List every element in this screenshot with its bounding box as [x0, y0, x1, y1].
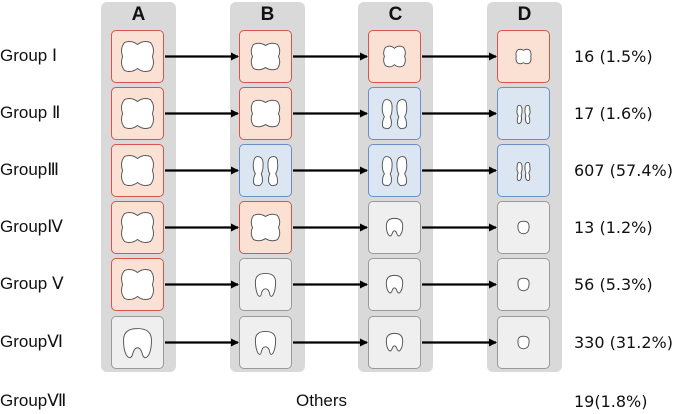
cell-d-row-3-blue — [497, 144, 550, 197]
cell-b-row-4-red — [239, 201, 292, 254]
others-label: Others — [296, 391, 348, 410]
group-label-7: GroupⅦ — [0, 391, 67, 410]
count-4: 13 (1.2%) — [574, 218, 653, 237]
tooth-shape-icon — [381, 156, 408, 187]
cell-b-row-1-red — [239, 30, 292, 83]
tooth-shape-icon — [121, 40, 154, 73]
group-label-6: GroupⅥ — [0, 332, 63, 351]
count-5: 56 (5.3%) — [574, 275, 653, 294]
group-label-1: Group Ⅰ — [0, 46, 57, 65]
cell-c-row-4-gray — [368, 201, 421, 254]
tooth-shape-icon — [515, 48, 532, 65]
count-3: 607 (57.4%) — [574, 161, 673, 180]
column-header-b: B — [260, 4, 275, 25]
cell-d-row-1-red — [497, 30, 550, 83]
cell-d-row-4-gray — [497, 201, 550, 254]
tooth-shape-icon — [250, 213, 281, 242]
column-header-a: A — [131, 4, 146, 25]
tooth-shape-icon — [383, 45, 406, 68]
cell-a-row-2-red — [111, 87, 164, 140]
tooth-shape-icon — [250, 42, 281, 71]
cell-a-row-4-red — [111, 201, 164, 254]
count-6: 330 (31.2%) — [574, 333, 673, 352]
tooth-shape-icon — [121, 268, 154, 301]
tooth-shape-icon — [516, 161, 531, 182]
tooth-shape-icon — [123, 328, 152, 359]
tooth-shape-icon — [385, 332, 404, 352]
cell-a-row-6-gray — [111, 316, 164, 369]
tooth-shape-icon — [385, 217, 404, 237]
cell-c-row-1-red — [368, 30, 421, 83]
cell-c-row-3-blue — [368, 144, 421, 197]
cell-c-row-2-blue — [368, 87, 421, 140]
cell-b-row-5-gray — [239, 258, 292, 311]
cell-d-row-6-gray — [497, 316, 550, 369]
tooth-shape-icon — [250, 99, 281, 128]
tooth-shape-icon — [385, 274, 404, 294]
tooth-shape-icon — [121, 211, 154, 244]
cell-a-row-1-red — [111, 30, 164, 83]
tooth-shape-icon — [381, 99, 408, 130]
cell-a-row-5-red — [111, 258, 164, 311]
tooth-shape-icon — [121, 97, 154, 130]
tooth-shape-icon — [121, 154, 154, 187]
group-label-2: Group Ⅱ — [0, 103, 61, 122]
group-label-3: GroupⅢ — [0, 160, 59, 179]
tooth-shape-icon — [517, 220, 530, 235]
cell-c-row-5-gray — [368, 258, 421, 311]
tooth-shape-icon — [517, 277, 530, 292]
cell-b-row-6-gray — [239, 316, 292, 369]
count-1: 16 (1.5%) — [574, 47, 653, 66]
tooth-shape-icon — [517, 335, 530, 350]
group-label-5: Group Ⅴ — [0, 274, 64, 293]
column-header-c: C — [388, 4, 403, 25]
group-label-4: GroupⅣ — [0, 217, 63, 236]
cell-a-row-3-red — [111, 144, 164, 197]
cell-d-row-2-blue — [497, 87, 550, 140]
tooth-shape-icon — [254, 330, 277, 355]
column-header-d: D — [517, 4, 532, 25]
count-7: 19(1.8%) — [574, 392, 648, 411]
cell-b-row-2-red — [239, 87, 292, 140]
tooth-shape-icon — [252, 156, 279, 187]
tooth-shape-icon — [516, 104, 531, 125]
count-2: 17 (1.6%) — [574, 104, 653, 123]
tooth-shape-icon — [254, 272, 277, 297]
cell-d-row-5-gray — [497, 258, 550, 311]
cell-c-row-6-gray — [368, 316, 421, 369]
cell-b-row-3-blue — [239, 144, 292, 197]
